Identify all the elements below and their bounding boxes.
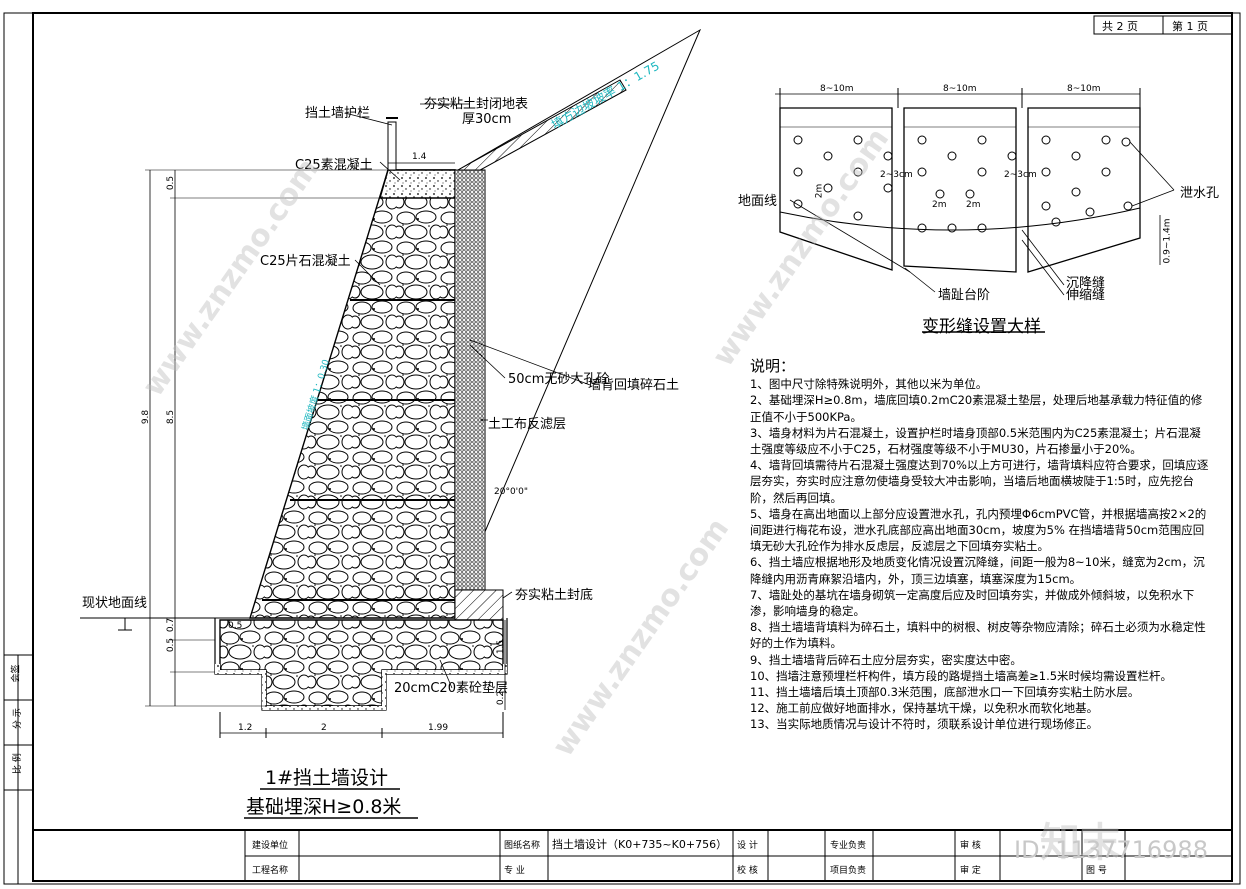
detail-settlement-joint: 沉降缝 — [1066, 276, 1106, 291]
note-item: 7、墙趾处的基坑在墙身砌筑一定高度后应及时回填夯实，并做成外倾斜坡，以免积水下渗… — [750, 587, 1195, 619]
note-item: 10、挡墙注意预埋栏杆构件，填方段的路堤挡土墙高差≥1.5米时候均需设置栏杆。 — [750, 668, 1173, 683]
detail-spacing-h1: 2m — [932, 200, 947, 210]
tb-build-unit: 建设单位 — [252, 841, 289, 851]
no-fines-label: 50cm无砂大孔砼 — [508, 372, 610, 387]
tb-review: 审 核 — [960, 841, 981, 851]
page-number: 第 1 页 — [1172, 20, 1208, 33]
note-item: 5、墙身在高出地面以上部分应设置泄水孔，孔内预埋Φ6cmPVC管，并根据墙高按2… — [750, 506, 1207, 554]
note-item: 13、当实际地质情况与设计不符时，须联系设计单位进行现场修正。 — [750, 717, 1099, 732]
dim-body: 8.5 — [166, 409, 177, 425]
geotextile-label: 土工布反滤层 — [488, 417, 567, 432]
side-division: 分 示 — [12, 708, 23, 729]
detail-gap-1: 2~3cm — [880, 170, 913, 180]
dim-left-offset: 0.5 — [228, 621, 243, 631]
dim-bottom-1: 1.2 — [238, 723, 253, 733]
c25-rubble-label: C25片石混凝土 — [260, 254, 351, 269]
bottom-seal-label: 夯实粘土封底 — [515, 588, 594, 603]
tb-major: 专 业 — [504, 866, 525, 876]
tb-check: 校 核 — [737, 866, 758, 876]
backfill-label: 墙背回填碎石土 — [588, 378, 680, 393]
dim-right-1: 1.5 — [496, 639, 507, 655]
tb-drawing-name-label: 图纸名称 — [504, 841, 541, 851]
dim-total: 9.8 — [141, 409, 152, 425]
note-item: 8、挡土墙墙背填料为碎石土，填料中的树根、树皮等杂物应清除；碎石土必须为水稳定性… — [750, 620, 1206, 651]
dim-top: 1.4 — [412, 152, 427, 162]
side-sign: 会签 — [11, 664, 22, 683]
dim-bottom-3: 1.99 — [428, 723, 449, 733]
tb-drawing-no: 图 号 — [1086, 866, 1107, 876]
detail-spacing-h2: 2m — [966, 200, 981, 210]
c25-cap-label: C25素混凝土 — [295, 158, 373, 173]
cushion-label: 20cmC20素砼垫层 — [394, 681, 508, 696]
tb-project-lead: 项目负责 — [830, 866, 867, 876]
detail-span-2: 8~10m — [943, 84, 977, 94]
note-item: 11、挡土墙墙后填土顶部0.3米范围，底部泄水口一下回填夯实粘土防水层。 — [750, 685, 1140, 700]
tb-design: 设 计 — [737, 841, 758, 851]
dim-base-2: 0.7 — [166, 617, 177, 633]
detail-expansion-joint: 伸缩缝 — [1066, 288, 1106, 303]
wall-subtitle: 基础埋深H≥0.8米 — [246, 796, 402, 818]
watermark-id: ID: 1137716988 — [1014, 836, 1208, 864]
watermark-brand: 知末 — [1040, 820, 1120, 866]
detail-title: 变形缝设置大样 — [922, 317, 1041, 337]
tb-drawing-name: 挡土墙设计（K0+735~K0+756） — [552, 838, 728, 851]
note-item: 4、墙背回填需待片石混凝土强度达到70%以上方可进行，墙背填料应符合要求，回填应… — [750, 458, 1209, 505]
note-item: 9、挡土墙墙背后碎石土应分层夯实，密实度达中密。 — [750, 652, 1022, 667]
total-pages: 共 2 页 — [1102, 20, 1138, 33]
notes-title: 说明： — [750, 357, 796, 375]
angle-label: 20°0'0" — [494, 487, 529, 497]
detail-ground-line: 地面线 — [738, 194, 778, 209]
detail-drain-hole: 泄水孔 — [1180, 186, 1220, 201]
existing-ground-label: 现状地面线 — [82, 596, 148, 611]
detail-depth: 0.9~1.4m — [1162, 218, 1173, 264]
railing-label: 挡土墙护栏 — [305, 106, 371, 121]
dim-cap: 0.5 — [166, 175, 177, 191]
note-item: 6、挡土墙应根据地形及地质变化情况设置沉降缝，间距一般为8~10米，缝宽为2cm… — [750, 555, 1205, 586]
dim-bottom-2: 2 — [321, 723, 327, 733]
detail-span-3: 8~10m — [1067, 84, 1101, 94]
design-notes: 说明： 1、图中尺寸除特殊说明外，其他以米为单位。 2、基础埋深H≥0.8m，墙… — [750, 358, 1210, 733]
detail-gap-2: 2~3cm — [1004, 170, 1037, 180]
note-item: 1、图中尺寸除特殊说明外，其他以米为单位。 — [750, 377, 988, 392]
detail-span-1: 8~10m — [820, 84, 854, 94]
tb-project-name: 工程名称 — [252, 866, 289, 876]
dim-right-2: 0.2 — [496, 690, 507, 706]
note-item: 12、施工前应做好地面排水，保持基坑干燥，以免积水而软化地基。 — [750, 701, 1099, 716]
tb-approve: 审 定 — [960, 866, 981, 876]
side-scale: 比 例 — [12, 753, 23, 774]
note-item: 3、墙身材料为片石混凝土，设置护栏时墙身顶部0.5米范围内为C25素混凝土；片石… — [750, 425, 1201, 457]
top-seal-thickness: 厚30cm — [462, 112, 512, 127]
top-seal-label: 夯实粘土封闭地表 — [424, 97, 529, 112]
dim-base-1: 0.5 — [166, 637, 177, 653]
tb-major-lead: 专业负责 — [830, 841, 867, 851]
note-item: 2、基础埋深H≥0.8m，墙底回填0.2mC20素混凝土垫层，处理后地基承载力特… — [750, 393, 1203, 424]
wall-title: 1#挡土墙设计 — [265, 767, 389, 789]
detail-toe-step: 墙趾台阶 — [938, 288, 991, 303]
